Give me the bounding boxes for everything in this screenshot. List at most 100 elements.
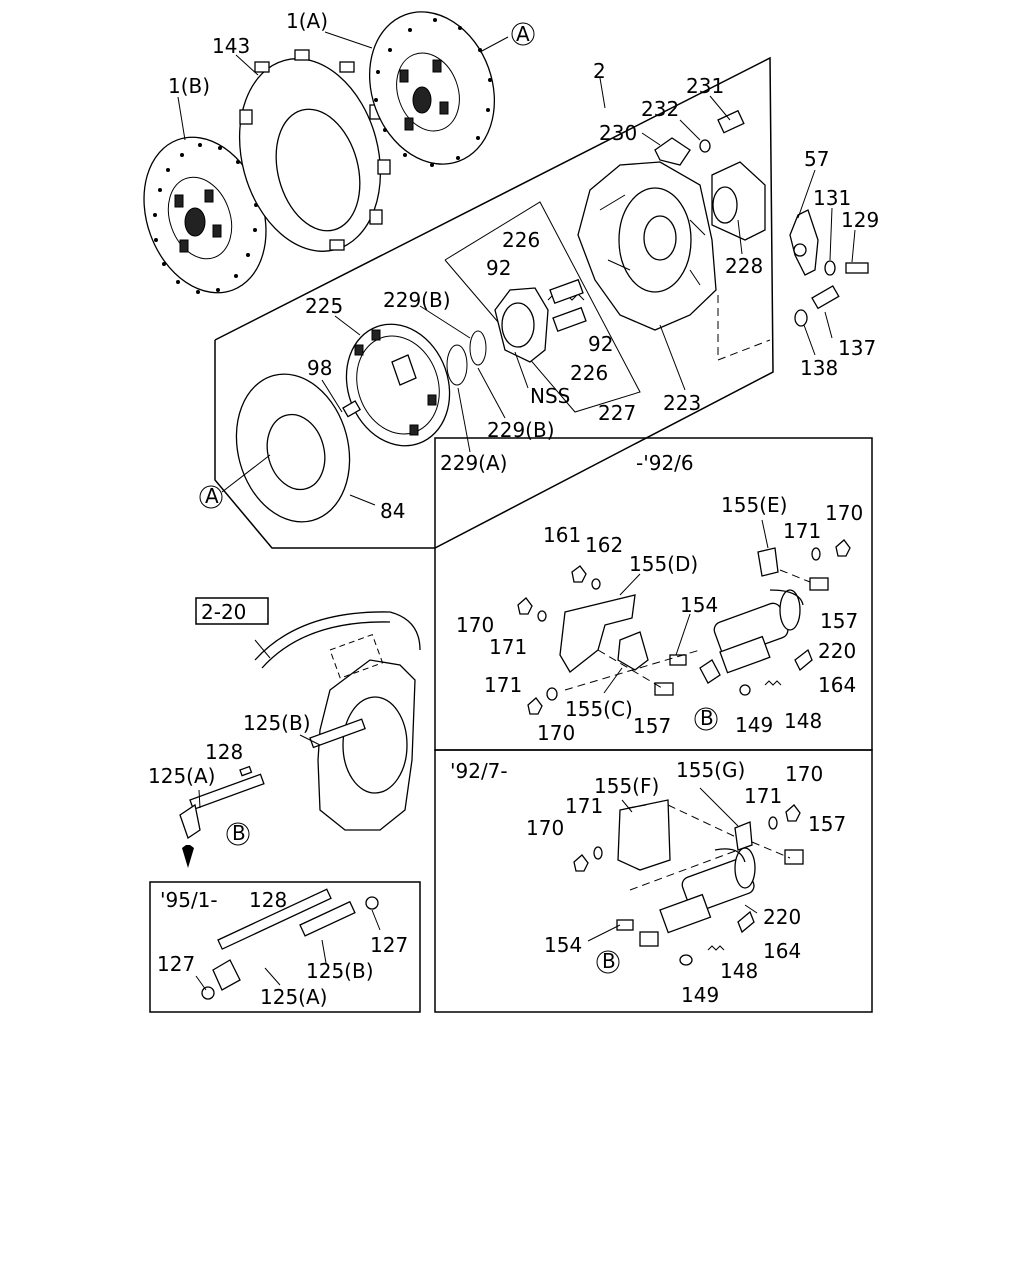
air-cylinder-220	[713, 589, 804, 658]
bracket-155d	[559, 594, 636, 673]
callout: 171	[489, 635, 527, 659]
clutch-disc-1a	[368, 11, 496, 167]
callout: 230	[599, 121, 637, 145]
callout: '92/7-	[450, 759, 508, 783]
callout: 170	[537, 721, 575, 745]
callout: 92	[588, 332, 613, 356]
callout: 229(B)	[487, 418, 555, 442]
release-sleeve-227	[494, 287, 549, 363]
callout: 155(E)	[721, 493, 787, 517]
callout: 149	[681, 983, 719, 1007]
dashed-connectors	[564, 295, 811, 891]
late-hardware	[573, 804, 804, 966]
callout: 1(B)	[168, 74, 210, 98]
washer-131	[824, 260, 836, 276]
callout: 149	[735, 713, 773, 737]
callout: 125(B)	[306, 959, 374, 983]
callout: 231	[686, 74, 724, 98]
release-shaft-125a	[179, 773, 265, 840]
callout: 171	[565, 794, 603, 818]
callout: 137	[838, 336, 876, 360]
callout: 226	[570, 361, 608, 385]
ref-box-2-20	[195, 597, 269, 625]
callout: -'92/6	[636, 451, 694, 475]
washer-232	[699, 139, 711, 153]
callout: 125(A)	[148, 764, 215, 788]
callout: 143	[212, 34, 250, 58]
callout: '95/1-	[160, 888, 218, 912]
release-bearing-housing-228	[711, 161, 766, 241]
flywheel-225	[345, 323, 451, 447]
callout: 138	[800, 356, 838, 380]
release-fork-57	[789, 209, 819, 276]
callout: 157	[633, 714, 671, 738]
snap-ring-229b	[469, 330, 487, 366]
callout: 57	[804, 147, 829, 171]
callout: 155(F)	[594, 774, 659, 798]
callout: 127	[157, 952, 195, 976]
pressure-plate-143	[238, 49, 391, 252]
early-hardware	[517, 539, 851, 715]
callout: 154	[544, 933, 582, 957]
clutch-cover-223	[577, 161, 717, 331]
callout: 2	[593, 59, 606, 83]
callout: A	[205, 484, 219, 508]
callout: 171	[744, 784, 782, 808]
pointer-arrow	[182, 845, 194, 868]
callout: 129	[841, 208, 879, 232]
callout: 170	[785, 762, 823, 786]
callout: 225	[305, 294, 343, 318]
callout: 170	[825, 501, 863, 525]
callout: 131	[813, 186, 851, 210]
bracket-155f	[617, 799, 671, 871]
callout: 125(B)	[243, 711, 311, 735]
callout: 170	[526, 816, 564, 840]
callout-labels: 1(A) 143 1(B) A 2 231 232 230 57 131 129…	[148, 9, 879, 1009]
callout: 127	[370, 933, 408, 957]
callout: 154	[680, 593, 718, 617]
callout: B	[602, 949, 616, 973]
callout: 92	[486, 256, 511, 280]
callout: 229(B)	[383, 288, 451, 312]
key-128	[239, 765, 253, 777]
snap-ring-229a	[446, 344, 468, 386]
bracket-230	[654, 137, 691, 166]
callout: 227	[598, 401, 636, 425]
spring-226-lower	[552, 306, 587, 332]
callout: 161	[543, 523, 581, 547]
callout: 128	[249, 888, 287, 912]
callout: 155(D)	[629, 552, 698, 576]
callout: 164	[763, 939, 801, 963]
valve-body	[719, 635, 771, 674]
callout: B	[700, 706, 714, 730]
dowel-98	[342, 400, 362, 418]
callout: 164	[818, 673, 856, 697]
callout: 157	[808, 812, 846, 836]
release-shaft-125b	[309, 718, 366, 749]
callout: 148	[720, 959, 758, 983]
cylinder-panel-early	[434, 437, 873, 751]
bolt-137	[811, 285, 840, 310]
callout: 220	[763, 905, 801, 929]
callout: 232	[641, 97, 679, 121]
cylinder-panel-late	[434, 749, 873, 1013]
callout: 170	[456, 613, 494, 637]
callout: 1(A)	[286, 9, 328, 33]
callout: 125(A)	[260, 985, 327, 1009]
callout: 2-20	[201, 600, 246, 624]
bolt-231	[717, 109, 745, 134]
callout: 155(G)	[676, 758, 745, 782]
callout: NSS	[530, 384, 570, 408]
bracket-155c	[617, 631, 649, 671]
callout: 157	[820, 609, 858, 633]
spring-226-upper	[547, 278, 585, 304]
callout: 220	[818, 639, 856, 663]
callout: 98	[307, 356, 332, 380]
shaft-panel-95	[149, 881, 421, 1013]
callout: 155(C)	[565, 697, 633, 721]
callout: A	[516, 22, 530, 46]
callout: 171	[484, 673, 522, 697]
callout: 162	[585, 533, 623, 557]
callout: B	[232, 821, 246, 845]
circle-markers	[199, 22, 718, 974]
